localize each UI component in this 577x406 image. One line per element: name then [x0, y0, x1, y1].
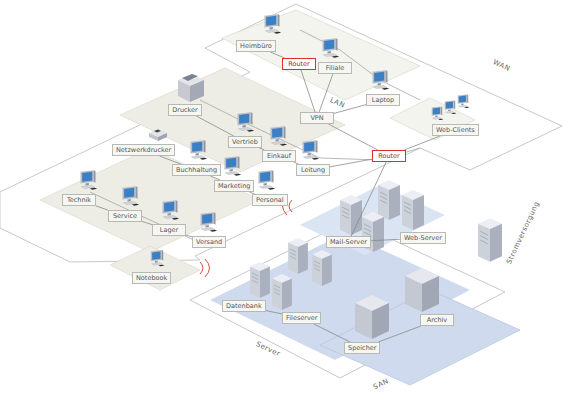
network-link [301, 70, 315, 112]
node-text: Drucker [172, 106, 198, 114]
device-label: Personal [252, 194, 288, 206]
node-text: Router [376, 152, 402, 160]
zone-label: WAN [492, 58, 512, 73]
network-link [319, 74, 333, 112]
network-link [142, 221, 152, 224]
node-text: Personal [256, 196, 284, 204]
device-label: Lager [152, 224, 186, 236]
node-text: Buchhaltung [176, 166, 217, 174]
device-label: Service [108, 210, 142, 222]
node-text: Heimbüro [240, 42, 272, 50]
network-link [266, 311, 282, 314]
network-link [160, 156, 181, 164]
network-link [196, 116, 234, 136]
network-link [351, 162, 386, 236]
router-tag: Router [282, 58, 316, 70]
device-label: Datenbank [222, 300, 266, 312]
node-text: Router [286, 60, 312, 68]
node-text: Marketing [218, 182, 250, 190]
network-link [328, 124, 377, 150]
network-link [96, 206, 108, 210]
node-text: Service [112, 212, 138, 220]
router-tag: Router [372, 150, 406, 162]
node-text: Datenbank [226, 302, 262, 310]
device-label: VPN [300, 112, 334, 124]
network-link [330, 159, 372, 167]
device-label: Heimbüro [236, 40, 276, 52]
node-text: Laptop [370, 96, 396, 104]
node-text: VPN [304, 114, 330, 122]
network-link [404, 136, 440, 150]
device-label: Buchhaltung [172, 164, 221, 176]
node-text: Netzwerkdrucker [116, 146, 171, 154]
node-text: Archiv [424, 316, 450, 324]
device-label: Archiv [420, 314, 454, 326]
node-text: Notebook [136, 274, 167, 282]
node-text: Filiale [322, 64, 348, 72]
device-label: Fileserver [282, 312, 321, 324]
node-text: Lager [156, 226, 182, 234]
device-label: Drucker [168, 104, 202, 116]
device-label: Mail-Server [326, 236, 371, 248]
network-link [314, 324, 350, 342]
device-label: Leitung [296, 164, 330, 176]
node-text: Mail-Server [330, 238, 367, 246]
network-link [378, 326, 421, 342]
device-label: Filiale [318, 62, 352, 74]
device-label: Speicher [344, 342, 380, 354]
device-label: Einkauf [262, 150, 296, 162]
device-label: Notebook [132, 272, 171, 284]
node-text: Web-Server [404, 234, 442, 242]
node-text: Leitung [300, 166, 326, 174]
node-text: Technik [66, 196, 92, 204]
node-text: Einkauf [266, 152, 292, 160]
device-label: Vertrieb [228, 136, 262, 148]
node-text: Vertrieb [232, 138, 258, 146]
device-label: Marketing [214, 180, 254, 192]
network-link [371, 239, 400, 241]
device-label: Web-Server [400, 232, 446, 244]
node-text: Web-Clients [436, 126, 475, 134]
device-label: Technik [62, 194, 96, 206]
device-label: Netzwerkdrucker [112, 144, 175, 156]
zone-label: SAN [372, 377, 390, 391]
node-text: Speicher [348, 344, 376, 352]
zone-label: Stromversorgung [505, 200, 541, 265]
node-text: Versand [196, 238, 222, 246]
device-label: Versand [192, 236, 226, 248]
device-label: Web-Clients [432, 124, 479, 136]
node-text: Fileserver [286, 314, 317, 322]
device-label: Laptop [366, 94, 400, 106]
